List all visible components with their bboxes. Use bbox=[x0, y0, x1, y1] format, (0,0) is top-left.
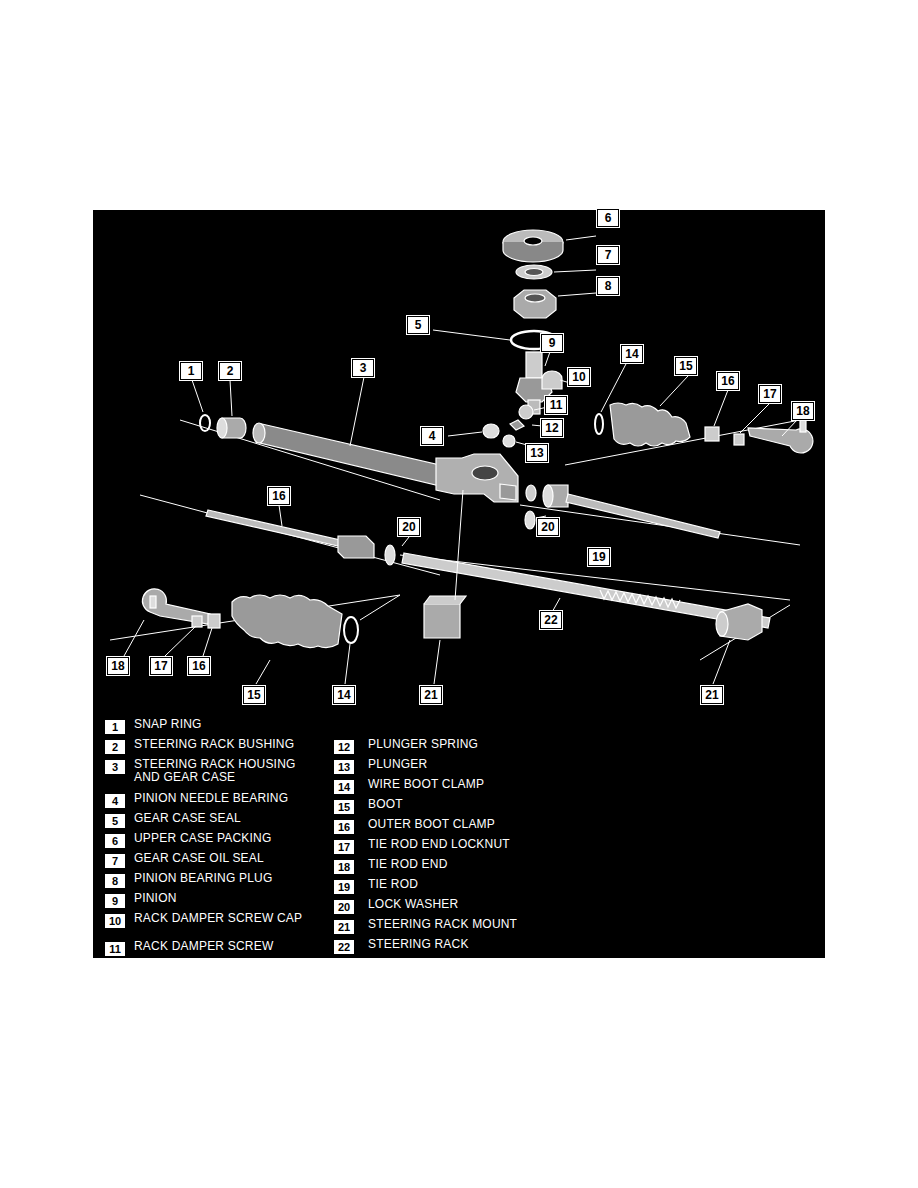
legend-number: 22 bbox=[333, 939, 355, 955]
legend-number: 18 bbox=[333, 859, 355, 875]
callout-number: 17 bbox=[150, 657, 172, 675]
callout-number: 16 bbox=[717, 372, 739, 390]
callout-number: 4 bbox=[421, 427, 443, 445]
legend-text: TIE ROD END bbox=[368, 858, 543, 871]
legend-number: 7 bbox=[104, 853, 126, 869]
callout-number: 15 bbox=[675, 357, 697, 375]
callout-number: 18 bbox=[107, 657, 129, 675]
legend-number: 15 bbox=[333, 799, 355, 815]
callout-number: 20 bbox=[537, 518, 559, 536]
callout-number: 11 bbox=[545, 396, 567, 414]
legend-number: 13 bbox=[333, 759, 355, 775]
legend-text: STEERING RACK BUSHING bbox=[134, 738, 309, 751]
legend-text: TIE ROD END LOCKNUT bbox=[368, 838, 543, 851]
legend-text: PLUNGER SPRING bbox=[368, 738, 543, 751]
callout-number: 15 bbox=[243, 686, 265, 704]
legend-text: TIE ROD bbox=[368, 878, 543, 891]
callout-number: 14 bbox=[333, 686, 355, 704]
legend-number: 14 bbox=[333, 779, 355, 795]
callout-number: 5 bbox=[407, 316, 429, 334]
legend-number: 9 bbox=[104, 893, 126, 909]
callout-number: 8 bbox=[597, 277, 619, 295]
callout-number: 6 bbox=[597, 209, 619, 227]
legend-text: SNAP RING bbox=[134, 718, 309, 731]
callout-number: 10 bbox=[568, 368, 590, 386]
callout-number: 19 bbox=[588, 548, 610, 566]
callout-number: 13 bbox=[526, 444, 548, 462]
legend-number: 20 bbox=[333, 899, 355, 915]
legend-number: 4 bbox=[104, 793, 126, 809]
callout-number: 21 bbox=[701, 686, 723, 704]
legend-number: 2 bbox=[104, 739, 126, 755]
callout-number: 3 bbox=[352, 359, 374, 377]
callout-number: 22 bbox=[540, 611, 562, 629]
callout-number: 18 bbox=[792, 402, 814, 420]
legend-text: OUTER BOOT CLAMP bbox=[368, 818, 543, 831]
legend-number: 17 bbox=[333, 839, 355, 855]
legend-number: 16 bbox=[333, 819, 355, 835]
legend-number: 11 bbox=[104, 941, 126, 957]
legend-number: 21 bbox=[333, 919, 355, 935]
callout-number: 21 bbox=[420, 686, 442, 704]
callout-number: 7 bbox=[597, 246, 619, 264]
legend-text: PINION bbox=[134, 892, 309, 905]
legend-text: STEERING RACK bbox=[368, 938, 543, 951]
callout-number: 16 bbox=[188, 657, 210, 675]
legend-text: PLUNGER bbox=[368, 758, 543, 771]
legend-text: GEAR CASE OIL SEAL bbox=[134, 852, 309, 865]
legend-text: RACK DAMPER SCREW bbox=[134, 940, 309, 953]
legend-text: UPPER CASE PACKING bbox=[134, 832, 309, 845]
legend-text: WIRE BOOT CLAMP bbox=[368, 778, 543, 791]
callout-number: 12 bbox=[541, 419, 563, 437]
legend-number: 6 bbox=[104, 833, 126, 849]
legend-number: 3 bbox=[104, 759, 126, 775]
callout-number: 2 bbox=[219, 362, 241, 380]
legend-number: 5 bbox=[104, 813, 126, 829]
callout-number: 17 bbox=[759, 385, 781, 403]
callout-number: 1 bbox=[180, 362, 202, 380]
legend-number: 19 bbox=[333, 879, 355, 895]
legend-number: 8 bbox=[104, 873, 126, 889]
legend-text: GEAR CASE SEAL bbox=[134, 812, 309, 825]
legend-text: PINION NEEDLE BEARING bbox=[134, 792, 309, 805]
legend-text: PINION BEARING PLUG bbox=[134, 872, 309, 885]
legend-text: BOOT bbox=[368, 798, 543, 811]
legend-text: LOCK WASHER bbox=[368, 898, 543, 911]
callout-number: 9 bbox=[541, 334, 563, 352]
legend-text: STEERING RACK MOUNT bbox=[368, 918, 543, 931]
legend-text: STEERING RACK HOUSING AND GEAR CASE bbox=[134, 758, 309, 784]
callout-number: 20 bbox=[398, 518, 420, 536]
callout-number: 14 bbox=[621, 345, 643, 363]
legend-number: 1 bbox=[104, 719, 126, 735]
legend-number: 12 bbox=[333, 739, 355, 755]
callout-number: 16 bbox=[268, 487, 290, 505]
legend-text: RACK DAMPER SCREW CAP bbox=[134, 912, 309, 925]
legend-number: 10 bbox=[104, 913, 126, 929]
